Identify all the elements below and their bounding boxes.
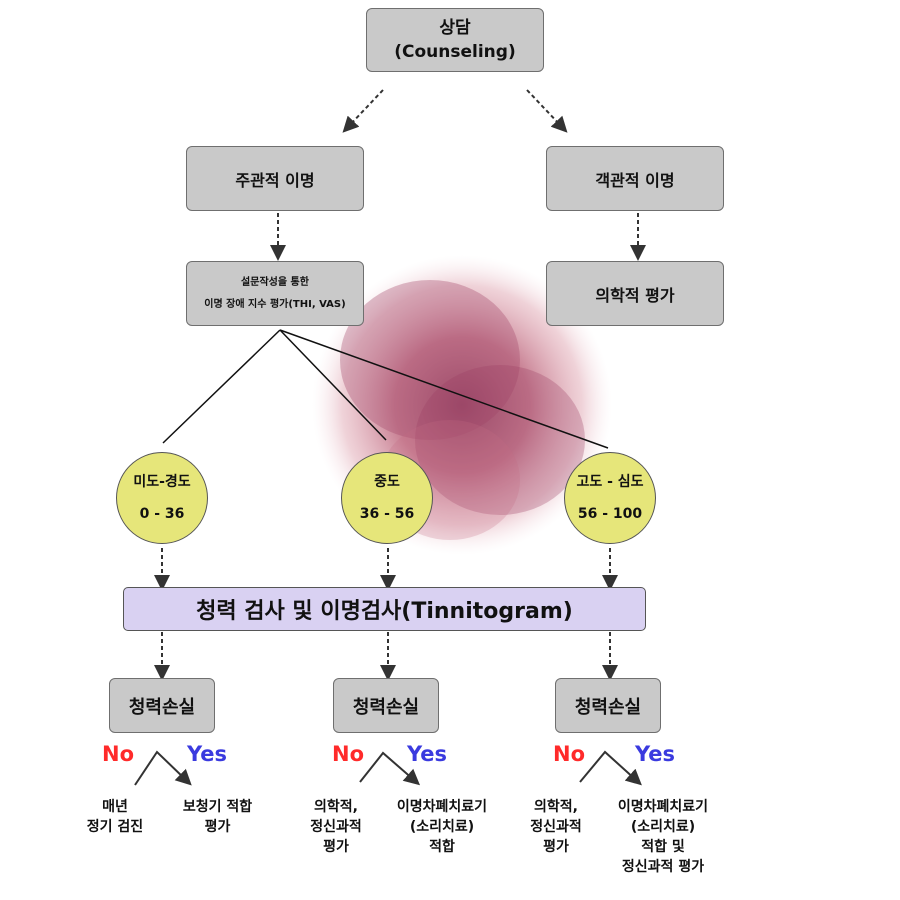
level-range: 0 - 36 bbox=[139, 506, 185, 522]
outcome-no-2: 의학적, 정신과적 평가 bbox=[310, 799, 362, 855]
medical-eval-label: 의학적 평가 bbox=[595, 285, 675, 305]
survey-sublabel: 이명 장애 지수 평가(THI, VAS) bbox=[204, 298, 346, 310]
level-range: 56 - 100 bbox=[577, 506, 643, 522]
level-moderate-circle: 중도 36 - 56 bbox=[341, 452, 433, 544]
level-name: 미도-경도 bbox=[133, 474, 191, 490]
outcome-yes-2: 이명차폐치료기 (소리치료) 적합 bbox=[396, 799, 488, 855]
split-arrows bbox=[134, 750, 642, 786]
outcome-no-1: 매년 정기 검진 bbox=[86, 799, 144, 835]
hearing-loss-label: 청력손실 bbox=[128, 696, 196, 718]
level-name: 고도 - 심도 bbox=[576, 474, 644, 490]
objective-tinnitus-box: 객관적 이명 bbox=[546, 146, 724, 211]
medical-eval-box: 의학적 평가 bbox=[546, 261, 724, 326]
no-label: No bbox=[102, 742, 135, 766]
tinnitogram-label: 청력 검사 및 이명검사(Tinnitogram) bbox=[196, 599, 573, 624]
counseling-label: 상담 bbox=[439, 18, 471, 38]
hearing-loss-box: 청력손실 bbox=[333, 678, 439, 733]
hearing-loss-label: 청력손실 bbox=[352, 696, 420, 718]
yes-label: Yes bbox=[635, 742, 676, 766]
outcome-no-3: 의학적, 정신과적 평가 bbox=[530, 799, 582, 855]
dashed-arrows bbox=[154, 89, 646, 681]
hearing-loss-box: 청력손실 bbox=[109, 678, 215, 733]
level-severe-circle: 고도 - 심도 56 - 100 bbox=[564, 452, 656, 544]
outcome-yes-3: 이명차폐치료기 (소리치료) 적합 및 정신과적 평가 bbox=[617, 799, 709, 875]
tinnitogram-bar: 청력 검사 및 이명검사(Tinnitogram) bbox=[123, 587, 646, 631]
branch-lines bbox=[162, 329, 609, 449]
level-mild-circle: 미도-경도 0 - 36 bbox=[116, 452, 208, 544]
counseling-box: 상담 (Counseling) bbox=[366, 8, 544, 72]
objective-label: 객관적 이명 bbox=[595, 170, 675, 190]
outcome-yes-1: 보청기 적합 평가 bbox=[182, 799, 253, 835]
no-label: No bbox=[553, 742, 586, 766]
level-range: 36 - 56 bbox=[359, 506, 415, 522]
survey-box: 설문작성을 통한 이명 장애 지수 평가(THI, VAS) bbox=[186, 261, 364, 326]
no-label: No bbox=[332, 742, 365, 766]
yes-label: Yes bbox=[187, 742, 228, 766]
hearing-loss-label: 청력손실 bbox=[574, 696, 642, 718]
counseling-sublabel: (Counseling) bbox=[394, 42, 516, 62]
yes-label: Yes bbox=[407, 742, 448, 766]
survey-label: 설문작성을 통한 bbox=[241, 276, 309, 288]
level-name: 중도 bbox=[374, 474, 400, 490]
hearing-loss-box: 청력손실 bbox=[555, 678, 661, 733]
subjective-label: 주관적 이명 bbox=[235, 170, 315, 190]
subjective-tinnitus-box: 주관적 이명 bbox=[186, 146, 364, 211]
